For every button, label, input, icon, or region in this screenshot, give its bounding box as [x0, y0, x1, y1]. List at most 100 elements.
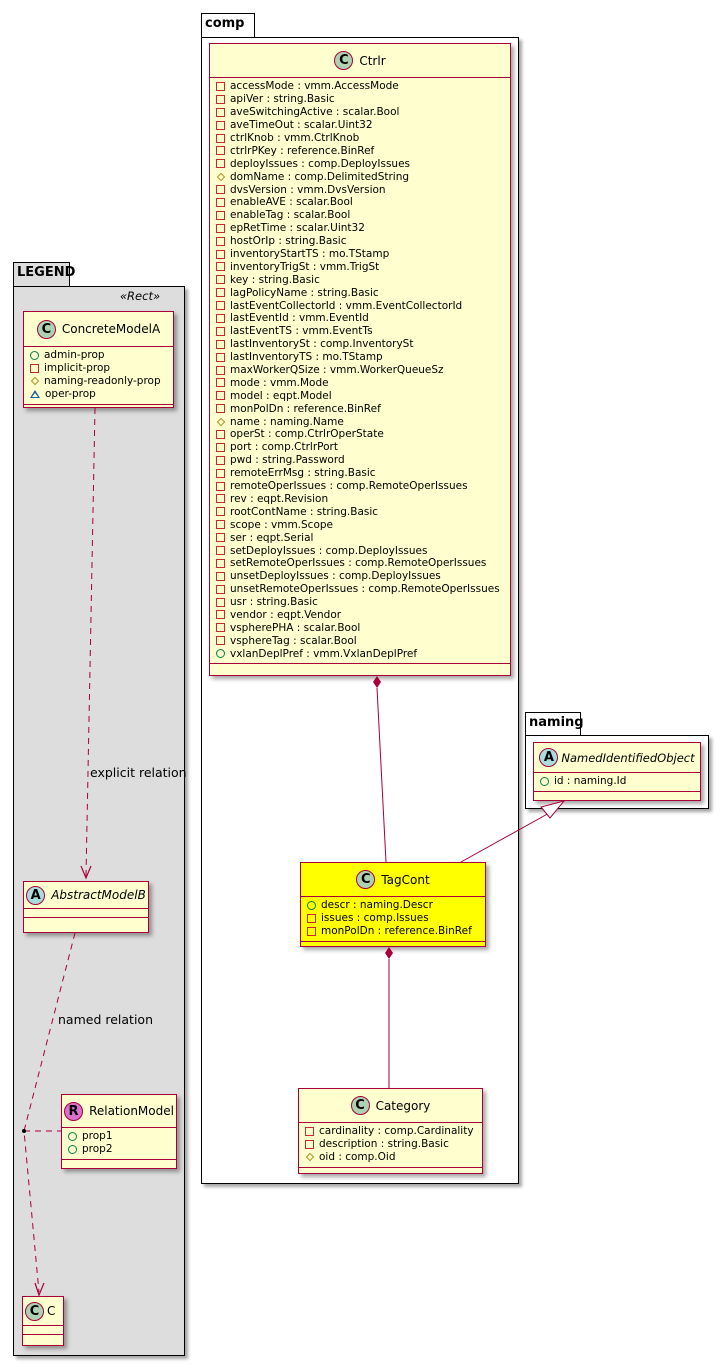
attribute-row: oper-prop [30, 388, 169, 401]
attribute-row: monPolDn : reference.BinRef [216, 402, 506, 415]
attribute-row: ctrlKnob : vmm.CtrlKnob [216, 132, 506, 145]
attribute-text: description : string.Basic [319, 1138, 449, 1151]
class-name: RelationModel [89, 1104, 174, 1118]
composition-diamond-icon [373, 676, 381, 688]
attribute-text: maxWorkerQSize : vmm.WorkerQueueSz [230, 364, 444, 377]
private-visibility-icon [216, 391, 225, 401]
private-visibility-icon [216, 81, 225, 91]
class-c[interactable]: C C [22, 1296, 64, 1346]
legend-package-name: LEGEND [17, 265, 76, 280]
attribute-row: accessMode : vmm.AccessMode [216, 80, 506, 93]
attribute-text: mode : vmm.Mode [230, 376, 329, 389]
private-visibility-icon [216, 378, 225, 388]
attribute-row: inventoryTrigSt : vmm.TrigSt [216, 260, 506, 273]
legend-stereotype: «Rect» [119, 289, 161, 303]
private-visibility-icon [216, 288, 225, 298]
attribute-text: admin-prop [44, 349, 105, 362]
attribute-list: id : naming.Id [534, 773, 700, 792]
attribute-row: issues : comp.Issues [307, 912, 481, 925]
attribute-text: pwd : string.Password [230, 454, 345, 467]
attribute-row: deployIssues : comp.DeployIssues [216, 157, 506, 170]
class-badge-icon: C [25, 1301, 44, 1321]
private-visibility-icon [216, 481, 225, 491]
class-name: NamedIdentifiedObject [561, 750, 695, 765]
attribute-text: lagPolicyName : string.Basic [230, 286, 379, 299]
attribute-text: domName : comp.DelimitedString [230, 170, 410, 183]
attribute-row: ser : eqpt.Serial [216, 531, 506, 544]
legend-package-tab: LEGEND [13, 262, 75, 287]
attribute-text: vspherePHA : scalar.Bool [230, 621, 361, 634]
package-visibility-icon [30, 390, 40, 399]
private-visibility-icon [216, 159, 225, 169]
attribute-row: lastEventId : vmm.EventId [216, 312, 506, 325]
ctrlr-tagcont-composition-line [376, 687, 387, 863]
attribute-text: naming-readonly-prop [44, 375, 161, 388]
private-visibility-icon [216, 301, 225, 311]
attribute-text: remoteOperIssues : comp.RemoteOperIssues [230, 480, 468, 493]
private-visibility-icon [216, 249, 225, 259]
attribute-text: inventoryStartTS : mo.TStamp [230, 248, 390, 261]
attribute-text: unsetDeployIssues : comp.DeployIssues [230, 570, 441, 583]
attribute-text: lastEventCollectorId : vmm.EventCollecto… [230, 299, 463, 312]
class-badge-icon: C [334, 51, 354, 70]
attribute-row: lastInventorySt : comp.InventorySt [216, 338, 506, 351]
comp-package-tab: comp [201, 13, 255, 38]
class-named-identified-object[interactable]: A NamedIdentifiedObject id : naming.Id [533, 742, 701, 801]
private-visibility-icon [216, 236, 225, 246]
attribute-row: vxlanDeplPref : vmm.VxlanDeplPref [216, 647, 506, 660]
attribute-row: lagPolicyName : string.Basic [216, 286, 506, 299]
attribute-text: descr : naming.Descr [321, 899, 433, 912]
class-category[interactable]: C Category cardinality : comp.Cardinalit… [298, 1088, 483, 1174]
private-visibility-icon [216, 558, 225, 568]
class-badge-icon: C [36, 319, 56, 339]
naming-package-name: naming [529, 715, 584, 730]
attribute-text: inventoryTrigSt : vmm.TrigSt [230, 260, 380, 273]
attribute-row: setRemoteOperIssues : comp.RemoteOperIss… [216, 557, 506, 570]
private-visibility-icon [216, 339, 225, 349]
attribute-text: oid : comp.Oid [319, 1151, 396, 1164]
attribute-row: admin-prop [30, 349, 169, 362]
attribute-row: name : naming.Name [216, 415, 506, 428]
attribute-row: lastEventCollectorId : vmm.EventCollecto… [216, 299, 506, 312]
private-visibility-icon [216, 571, 225, 581]
private-visibility-icon [216, 262, 225, 272]
private-visibility-icon [216, 275, 225, 285]
public-visibility-icon [68, 1144, 77, 1154]
public-visibility-icon [68, 1131, 77, 1141]
class-abstract-model-b[interactable]: A AbstractModelB [23, 881, 149, 933]
attribute-text: ctrlrPKey : reference.BinRef [230, 144, 375, 157]
attribute-text: implicit-prop [44, 362, 111, 375]
explicit-relation-arrowhead [80, 865, 92, 880]
attribute-row: aveSwitchingActive : scalar.Bool [216, 106, 506, 119]
attribute-text: issues : comp.Issues [321, 912, 429, 925]
attribute-row: enableAVE : scalar.Bool [216, 196, 506, 209]
named-relation-line [23, 932, 76, 1293]
private-visibility-icon [216, 120, 225, 130]
named-relation-arrowhead [34, 1282, 45, 1297]
attribute-row: setDeployIssues : comp.DeployIssues [216, 544, 506, 557]
attribute-text: rootContName : string.Basic [230, 505, 379, 518]
private-visibility-icon [216, 520, 225, 530]
class-badge-icon: C [350, 1096, 370, 1115]
attribute-row: prop2 [68, 1143, 172, 1156]
private-visibility-icon [216, 326, 225, 336]
attribute-text: unsetRemoteOperIssues : comp.RemoteOperI… [230, 583, 500, 596]
attribute-text: apiVer : string.Basic [230, 93, 335, 106]
attribute-text: id : naming.Id [554, 775, 627, 788]
attribute-text: lastInventorySt : comp.InventorySt [230, 338, 414, 351]
comp-package-name: comp [205, 16, 245, 31]
attribute-row: prop1 [68, 1130, 172, 1143]
attribute-row: pwd : string.Password [216, 454, 506, 467]
private-visibility-icon [216, 404, 225, 414]
attribute-text: cardinality : comp.Cardinality [319, 1125, 474, 1138]
attribute-text: aveTimeOut : scalar.Uint32 [230, 119, 373, 132]
private-visibility-icon [216, 494, 225, 504]
attribute-text: oper-prop [45, 388, 96, 401]
private-visibility-icon [216, 533, 225, 543]
